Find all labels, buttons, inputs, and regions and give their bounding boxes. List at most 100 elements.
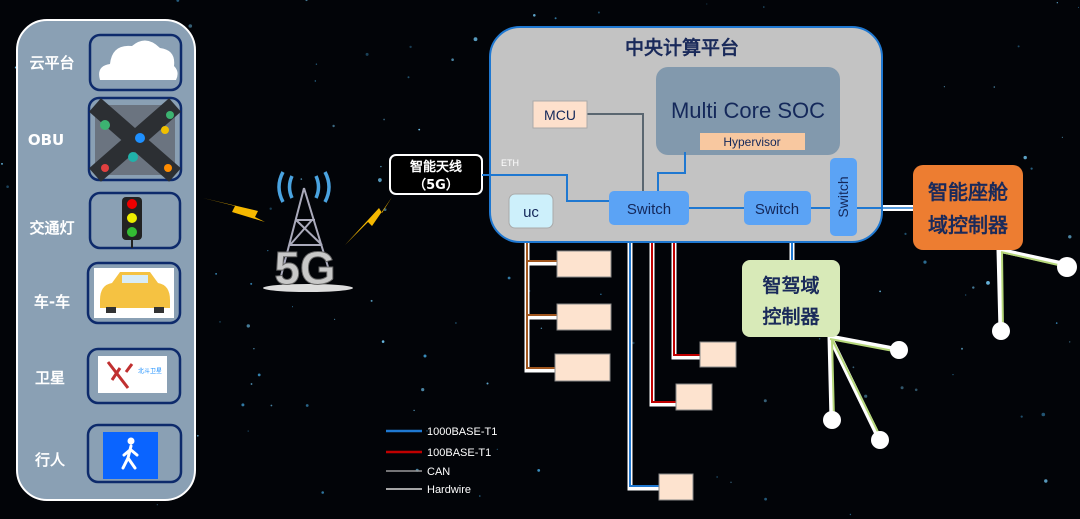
star — [378, 178, 382, 182]
smart-antenna-box[interactable]: 智能天线 （5G） — [389, 154, 483, 195]
star — [730, 481, 732, 484]
star — [250, 383, 253, 385]
lightning-icon-right — [345, 197, 392, 245]
star — [904, 232, 907, 235]
star — [455, 322, 457, 324]
star — [473, 37, 478, 42]
star — [156, 504, 158, 506]
switch-1-label: Switch — [627, 201, 671, 218]
star — [426, 430, 428, 432]
star — [1055, 322, 1058, 324]
star — [764, 497, 767, 501]
legend-label-100base: 100BASE-T1 — [427, 447, 491, 459]
switch-2[interactable]: Switch — [744, 191, 811, 225]
label-pedestrian: 行人 — [34, 451, 66, 469]
soc-box[interactable]: Multi Core SOC Hypervisor — [656, 67, 840, 155]
star — [451, 58, 454, 61]
hypervisor-label: Hypervisor — [723, 135, 780, 149]
ecu-box[interactable] — [556, 250, 612, 278]
cloud-icon — [88, 33, 183, 92]
ecu-box[interactable] — [556, 303, 612, 331]
uc-box[interactable]: uc — [508, 193, 554, 229]
star — [993, 86, 996, 88]
star — [818, 338, 821, 340]
star — [246, 324, 250, 328]
star — [332, 124, 335, 128]
label-v2v: 车-车 — [34, 293, 70, 311]
star — [188, 24, 193, 28]
star — [219, 321, 221, 323]
legend-label-hardwire: Hardwire — [427, 484, 471, 496]
star — [1061, 136, 1063, 138]
star — [879, 290, 881, 293]
label-cloud: 云平台 — [29, 54, 74, 72]
intersection-icon — [87, 96, 183, 182]
star — [1023, 155, 1027, 160]
star — [1069, 341, 1071, 343]
wiring — [524, 205, 1077, 491]
adas-domain-controller[interactable]: 智驾域 控制器 — [742, 260, 840, 337]
ecu-box[interactable] — [554, 353, 611, 382]
star — [300, 178, 303, 180]
star — [270, 404, 273, 407]
switch-1[interactable]: Switch — [609, 191, 689, 225]
switch-3-label: Switch — [835, 176, 851, 217]
star — [1078, 6, 1079, 8]
mcu-box[interactable]: MCU — [532, 100, 588, 129]
ecu-box[interactable] — [699, 341, 737, 368]
sensor-node — [871, 431, 889, 449]
star — [305, 0, 308, 2]
star — [1044, 479, 1048, 483]
star — [253, 348, 255, 350]
cockpit-label-1: 智能座舱 — [928, 180, 1009, 204]
legend-label-can: CAN — [427, 466, 450, 478]
ecu-boxes — [554, 250, 737, 501]
star — [6, 185, 9, 188]
star — [1017, 45, 1020, 48]
star — [849, 513, 852, 516]
star — [334, 318, 336, 320]
star — [407, 76, 410, 79]
cockpit-label-2: 域控制器 — [928, 213, 1009, 237]
switch-2-label: Switch — [755, 201, 799, 218]
star — [632, 341, 635, 345]
star — [923, 260, 927, 264]
star — [952, 374, 954, 376]
sensor-node — [823, 411, 841, 429]
adas-label-2: 控制器 — [762, 305, 820, 328]
star — [961, 347, 963, 350]
platform-title: 中央计算平台 — [625, 36, 739, 59]
star — [1030, 167, 1033, 170]
traffic-light-icon — [88, 191, 182, 250]
star — [383, 118, 385, 121]
cockpit-domain-controller[interactable]: 智能座舱 域控制器 — [913, 165, 1023, 250]
star — [418, 128, 421, 131]
ecu-box[interactable] — [675, 383, 713, 411]
star — [852, 366, 855, 369]
star — [597, 11, 600, 14]
star — [763, 399, 767, 403]
star — [763, 6, 765, 8]
star — [321, 491, 325, 494]
star — [315, 63, 318, 65]
satellite-icon-text: 北斗卫星 — [138, 367, 162, 375]
switch-3[interactable]: Switch — [830, 158, 857, 236]
ecu-box[interactable] — [658, 473, 694, 501]
star — [716, 476, 718, 478]
star — [381, 340, 385, 343]
car-icon — [86, 261, 182, 325]
star — [305, 404, 309, 407]
star — [409, 45, 412, 49]
star — [965, 294, 967, 296]
star — [241, 403, 245, 407]
star — [196, 434, 199, 437]
antenna-label-2: （5G） — [413, 177, 459, 193]
star — [1068, 235, 1072, 239]
star — [914, 388, 918, 392]
star — [269, 207, 272, 210]
star — [365, 52, 369, 56]
sensor-node — [890, 341, 908, 359]
label-traffic-light: 交通灯 — [29, 219, 74, 237]
star — [423, 354, 427, 358]
